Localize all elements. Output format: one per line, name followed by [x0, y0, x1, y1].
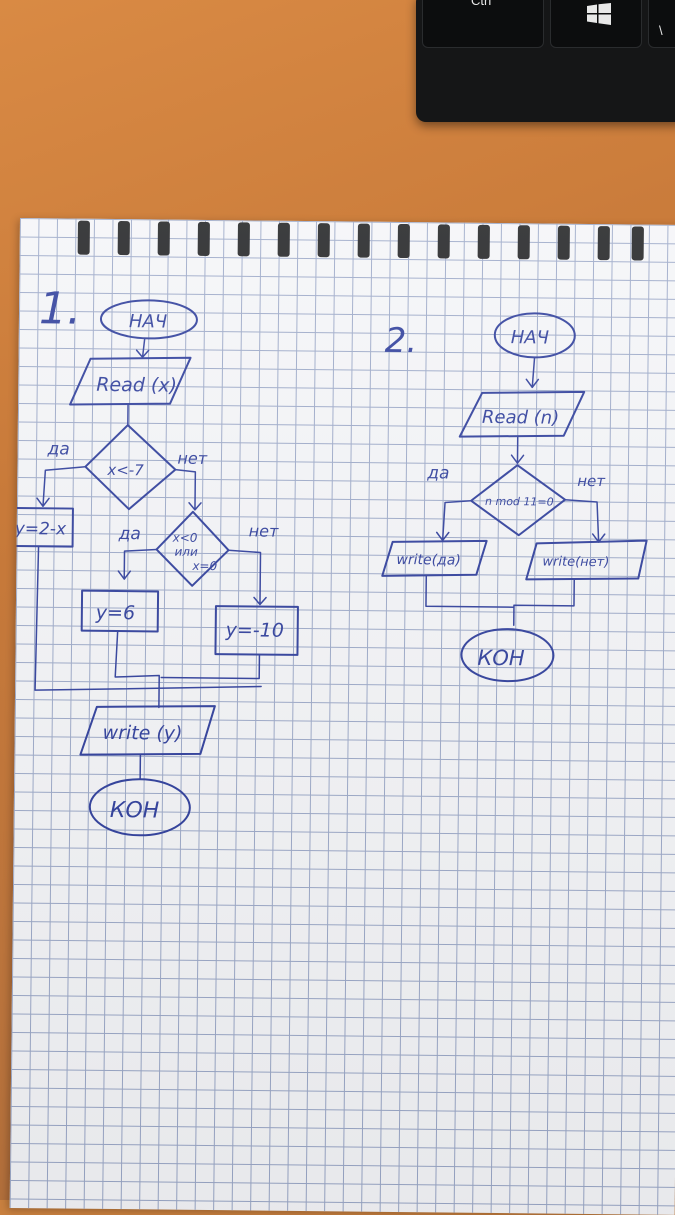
flow2-yes-arrow [437, 500, 471, 540]
notebook-page: 1. НАЧ Read (x) x<-7 да нет y=2-x x<0 ил… [10, 218, 675, 1215]
flow2-write-yes-label: write(да) [396, 552, 461, 569]
flow1-no-2: нет [249, 521, 280, 540]
windows-logo-icon [587, 3, 611, 25]
flow1-yes-2-arrow [118, 549, 156, 579]
flow1-end-label: КОН [110, 798, 160, 824]
flow2-read-label: Read (n) [482, 407, 559, 429]
backslash-key-label: \ [659, 23, 663, 38]
flow1-yes-1-arrow [37, 466, 85, 507]
windows-key [550, 0, 642, 48]
flow1-assign-3-label: y=-10 [225, 619, 284, 642]
sketch-layer: 1. НАЧ Read (x) x<-7 да нет y=2-x x<0 ил… [10, 218, 675, 1215]
spiral-ring [318, 223, 330, 257]
flow1-decision-2-line2: или [174, 545, 198, 559]
spiral-binding [78, 221, 644, 261]
spiral-ring [438, 224, 450, 258]
flow2-decision-label: n mod 11=0 [485, 495, 554, 509]
flowchart-1: 1. НАЧ Read (x) x<-7 да нет y=2-x x<0 ил… [10, 283, 302, 837]
spiral-ring [478, 225, 490, 259]
flow2-connector [511, 437, 523, 463]
spiral-ring [558, 226, 570, 260]
spiral-ring [398, 224, 410, 258]
flow1-start-label: НАЧ [129, 311, 167, 332]
flow2-end-label: КОН [477, 646, 525, 670]
flow1-arrow [137, 338, 149, 357]
flow2-no-arrow [565, 500, 605, 542]
spiral-ring [518, 225, 530, 259]
flow1-assign-1-label: y=2-x [14, 519, 67, 540]
spiral-ring [598, 226, 610, 260]
flow1-no-1: нет [177, 449, 208, 468]
flowchart-2: 2. НАЧ Read (n) n mod 11=0 да нет write(… [381, 312, 649, 683]
flow2-write-no-label: write(нет) [542, 554, 609, 570]
flow2-no: нет [577, 472, 606, 490]
flow1-decision-1-label: x<-7 [106, 461, 144, 479]
spiral-ring [278, 223, 290, 257]
spiral-ring [78, 221, 90, 255]
flow1-decision-2-line3: x=0 [191, 559, 217, 573]
flow1-no-1-arrow [175, 470, 201, 510]
flow2-yes: да [426, 463, 449, 483]
flow2-merge-lines [426, 576, 574, 626]
backslash-key: \ [648, 0, 675, 48]
keyboard: Ctrl \ [416, 0, 675, 122]
flow1-no-2-arrow [228, 550, 267, 604]
ctrl-key-label: Ctrl [471, 0, 491, 8]
spiral-ring [238, 222, 250, 256]
spiral-ring [198, 222, 210, 256]
flow2-start-label: НАЧ [511, 327, 549, 348]
flow2-arrow [526, 357, 538, 387]
flow1-decision-2-line1: x<0 [172, 531, 198, 545]
flow1-yes-1: да [46, 439, 69, 459]
spiral-ring [632, 226, 644, 260]
spiral-ring [158, 221, 170, 255]
spiral-ring [118, 221, 130, 255]
flow1-read-label: Read (x) [96, 374, 177, 397]
flow1-assign-2-label: y=6 [95, 602, 135, 624]
flow2-number: 2. [385, 321, 418, 361]
flow1-number: 1. [39, 283, 82, 334]
flow1-write-label: write (y) [102, 722, 182, 745]
ctrl-key: Ctrl [422, 0, 544, 48]
spiral-ring [358, 224, 370, 258]
flow1-yes-2: да [118, 524, 141, 544]
